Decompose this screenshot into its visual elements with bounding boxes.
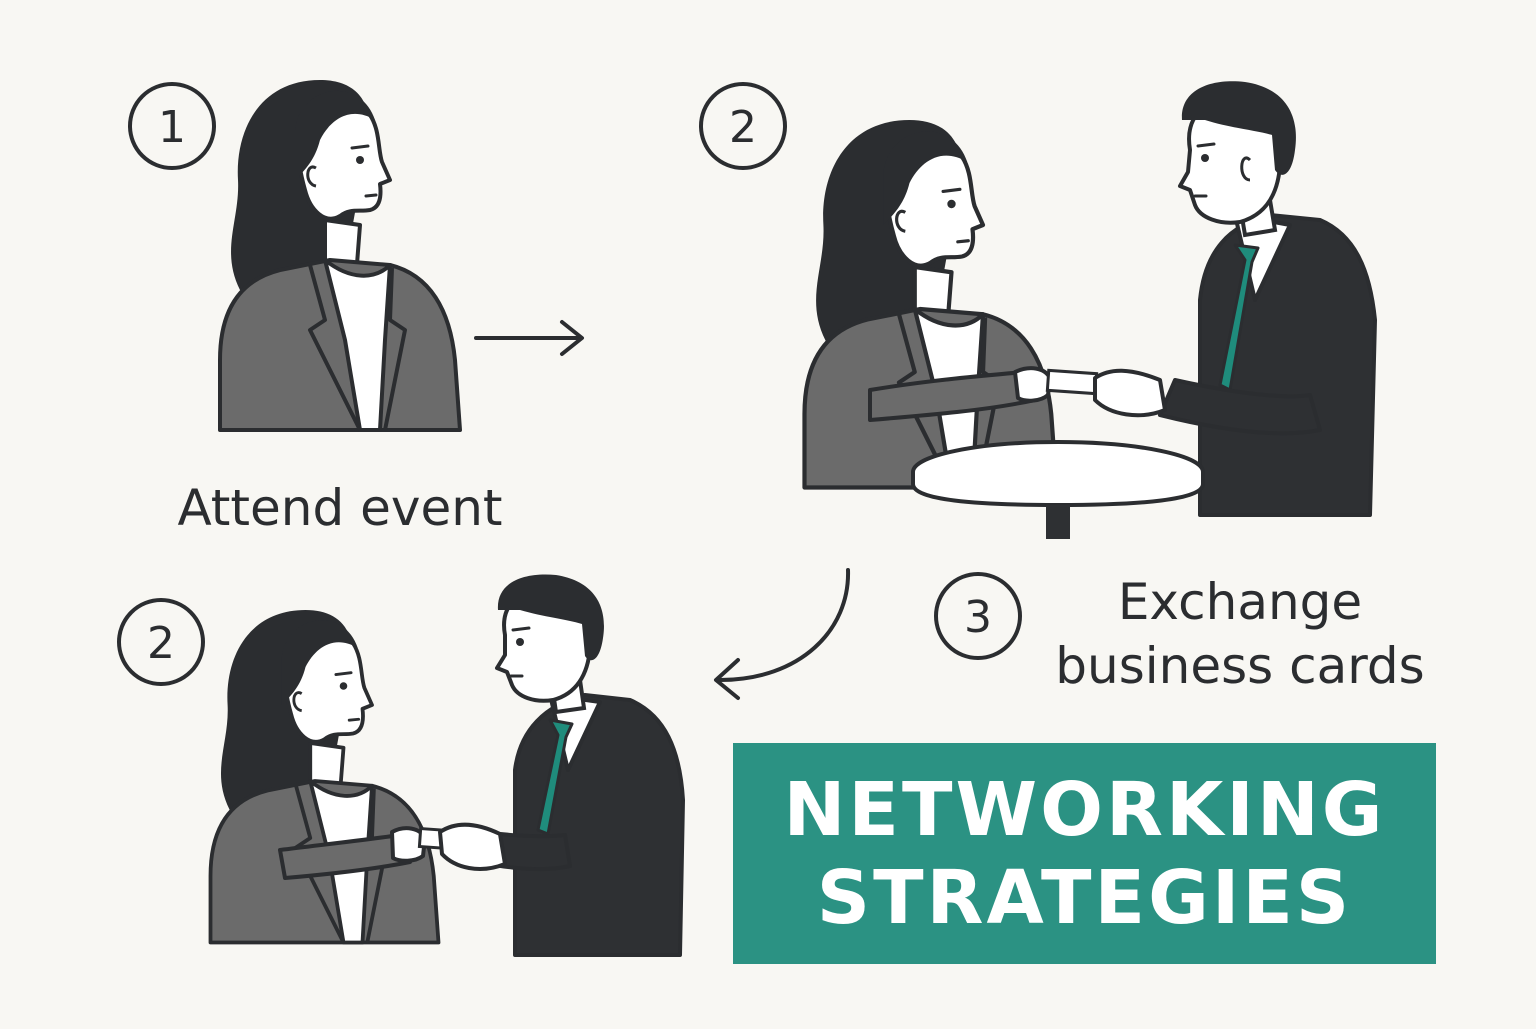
- woman-figure-icon: [805, 120, 1057, 488]
- step-3-number: 3: [934, 572, 1022, 660]
- woman-figure-icon: [208, 608, 441, 945]
- title-line-1: NETWORKING: [783, 766, 1386, 853]
- step-2-number-bottom: 2: [117, 598, 205, 686]
- man-figure-icon: [458, 574, 685, 957]
- curved-arrow-icon: [714, 568, 851, 700]
- step-2-number-top: 2: [699, 82, 787, 170]
- table-icon: [911, 440, 1205, 539]
- svg-text:2: 2: [729, 102, 757, 153]
- step-1-caption: Attend event: [177, 479, 503, 537]
- step-3-caption: Exchange business cards: [1030, 570, 1450, 698]
- svg-text:3: 3: [964, 592, 992, 643]
- svg-text:2: 2: [147, 618, 175, 669]
- step-1-number: 1: [128, 82, 216, 170]
- title-line-2: STRATEGIES: [816, 854, 1353, 941]
- step-3-caption-line-1: Exchange: [1117, 573, 1363, 631]
- svg-text:1: 1: [158, 102, 186, 153]
- title-banner: NETWORKING STRATEGIES: [733, 743, 1436, 964]
- arrow-right-icon: [474, 320, 584, 356]
- business-card-icon: [390, 822, 507, 871]
- step-3-caption-line-2: business cards: [1055, 637, 1425, 695]
- business-card-icon: [1013, 366, 1167, 418]
- man-figure-icon: [1158, 81, 1377, 517]
- woman-figure-icon: [218, 78, 462, 432]
